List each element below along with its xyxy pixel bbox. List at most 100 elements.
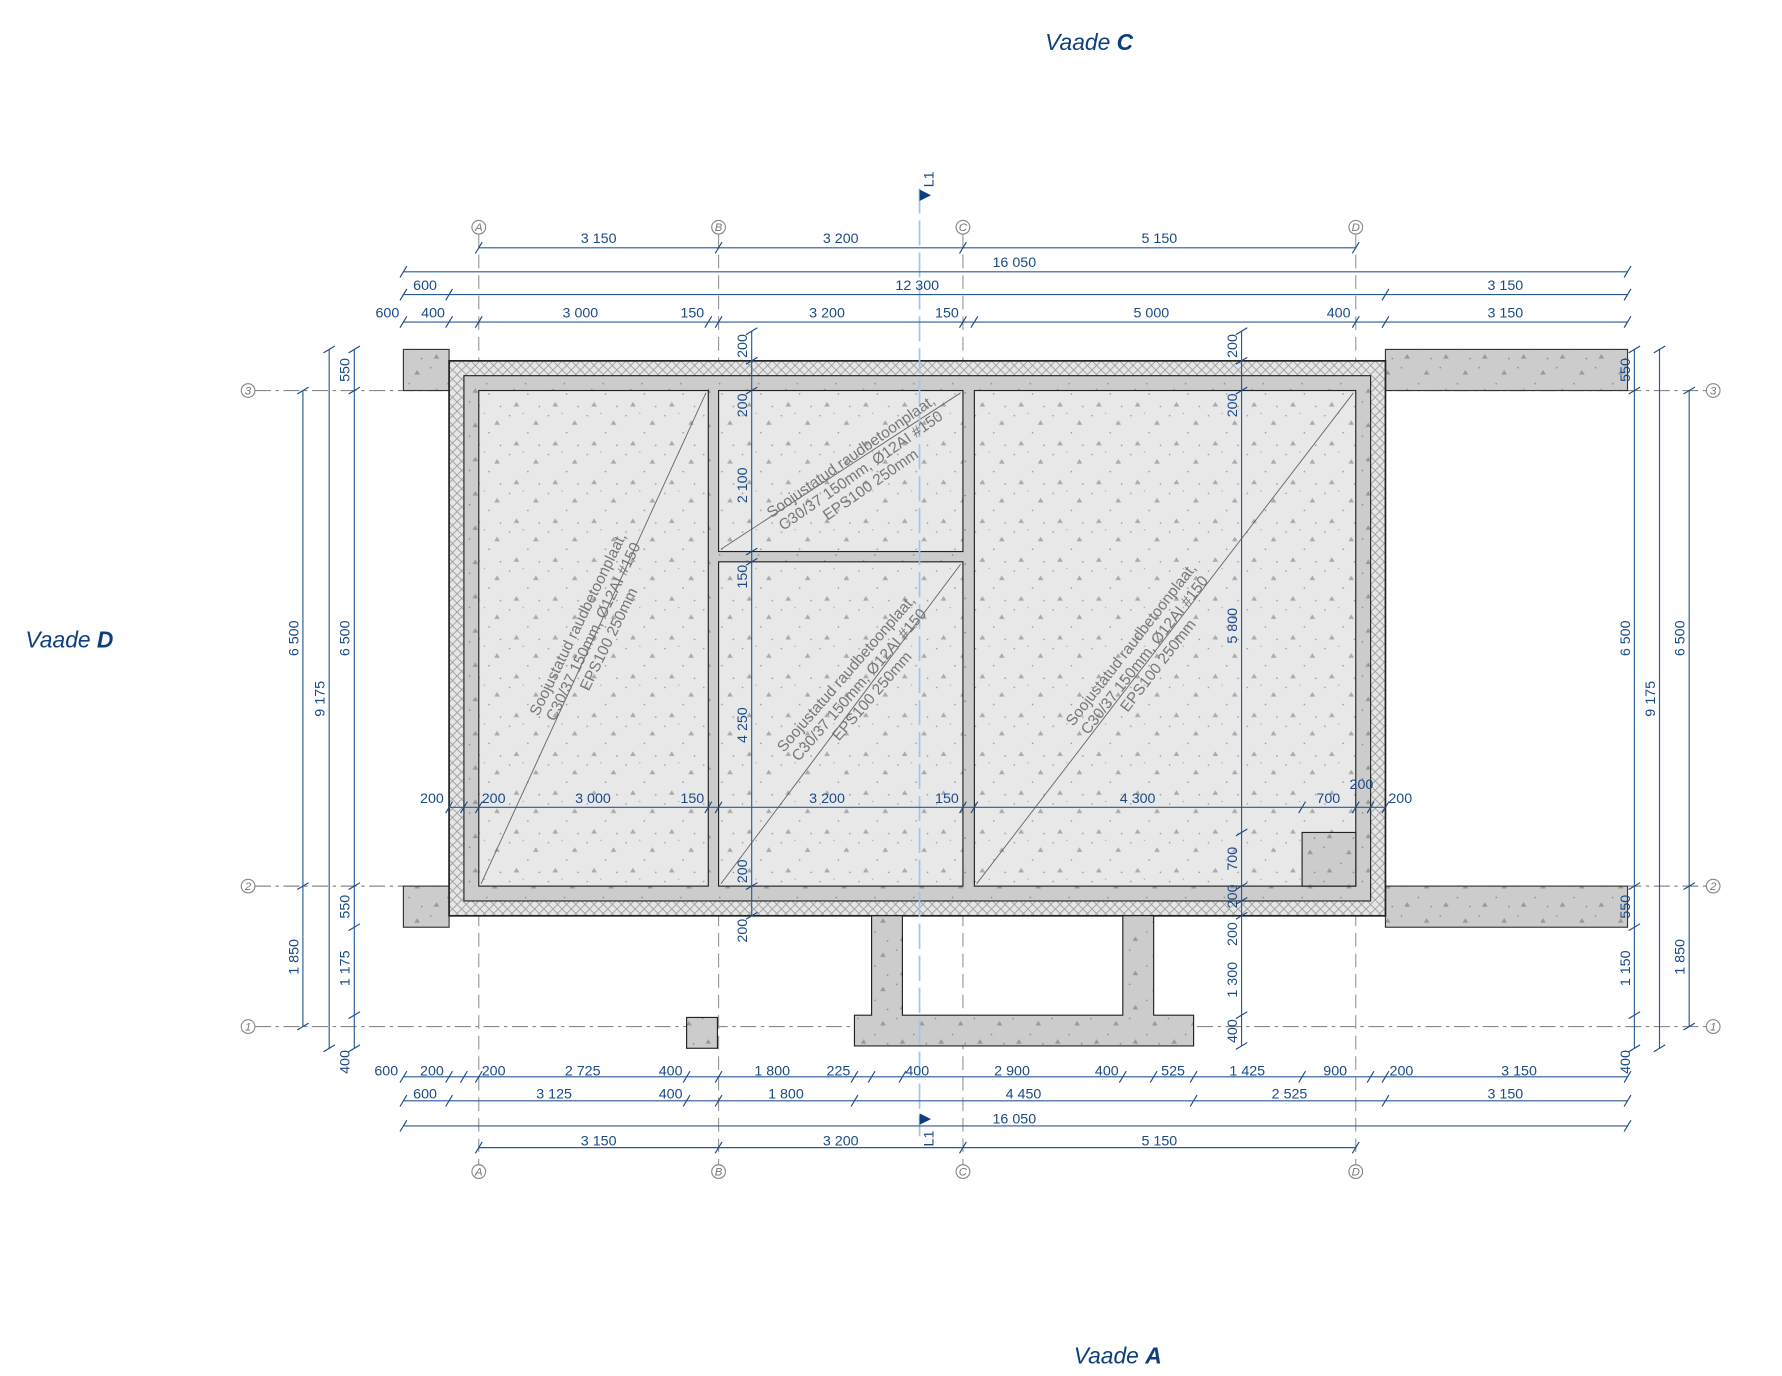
pad-bottom-left [402, 885, 450, 928]
dimension-tick [714, 1094, 723, 1107]
dimension-label: 3 200 [809, 791, 845, 807]
dimension-label: 3 000 [575, 791, 611, 807]
dimension-label: 150 [735, 565, 751, 589]
dimension-tick [1351, 801, 1360, 814]
dimension-label: 400 [905, 1064, 929, 1080]
dimension-label: 600 [376, 305, 400, 321]
dimension-tick [474, 1070, 483, 1083]
dimension-label: 3 150 [1501, 1064, 1537, 1080]
grid-bubble-A: A [471, 1164, 487, 1180]
dimension-label: 6 500 [1673, 620, 1689, 656]
dimension-tick [460, 801, 468, 814]
dimension-label: 3 200 [823, 231, 859, 247]
dimension-label: 1 175 [338, 950, 354, 986]
dimension-label: 2 900 [994, 1064, 1030, 1080]
dimension-label: 3 200 [823, 1133, 859, 1149]
dimension-label: 200 [1225, 334, 1241, 358]
dimension-tick [959, 241, 967, 254]
dimension-tick [1235, 1011, 1248, 1020]
dimension-tick [399, 316, 408, 329]
dimension-label: 1 850 [1673, 939, 1689, 975]
dimension-label-total: 9 175 [313, 681, 329, 717]
dimension-label: 200 [1350, 777, 1374, 793]
dimension-label: 1 800 [768, 1087, 804, 1103]
section-arrow-bottom-icon [919, 1113, 931, 1125]
dimension-tick [714, 1141, 723, 1154]
dimension-tick [1235, 1042, 1248, 1050]
dimension-label: 550 [1618, 358, 1634, 382]
dimension-label: 400 [659, 1087, 683, 1103]
svg-text:3: 3 [1710, 386, 1717, 398]
dimension-lines [296, 241, 1696, 1154]
dimension-tick [460, 1070, 468, 1083]
dimension-tick [970, 316, 979, 329]
dimension-tick [704, 801, 713, 814]
dimension-tick [399, 265, 408, 278]
dimension-tick [399, 1119, 408, 1132]
dimension-label: 1 800 [754, 1064, 790, 1080]
dimension-tick [1628, 882, 1641, 891]
dimension-label: 4 300 [1120, 791, 1156, 807]
dimension-tick [1623, 288, 1632, 301]
dimension-label-total: 9 175 [1643, 681, 1659, 717]
dimension-tick [1653, 1044, 1666, 1053]
dimension-tick [474, 316, 483, 329]
dimension-label: 4 450 [1006, 1087, 1042, 1103]
dimension-tick [1235, 882, 1248, 891]
dimension-tick [745, 911, 758, 920]
dimension-label: 200 [420, 1064, 444, 1080]
dimension-label: 200 [1388, 791, 1412, 807]
dimension-label: 225 [827, 1064, 851, 1080]
dimension-label: 5 000 [1134, 305, 1170, 321]
dimension-tick [1235, 386, 1248, 395]
dimension-tick [959, 316, 967, 329]
dimension-tick [1683, 386, 1696, 395]
dimension-tick [474, 241, 483, 254]
dimension-label: 1 300 [1225, 962, 1241, 998]
dimension-tick [1683, 882, 1696, 891]
dimension-tick [1118, 1070, 1127, 1083]
dimension-label: 2 725 [565, 1064, 601, 1080]
dimension-label: 1 425 [1229, 1064, 1265, 1080]
dimension-label: 12 300 [895, 278, 939, 294]
dimension-label: 4 250 [735, 707, 751, 743]
dimension-tick [348, 386, 361, 395]
corner-notch [1301, 831, 1357, 887]
svg-text:2: 2 [244, 881, 252, 893]
section-arrow-top-icon [919, 189, 931, 201]
dimension-label: 1 150 [1618, 950, 1634, 986]
dimension-tick [745, 557, 758, 566]
dimension-tick [850, 1070, 859, 1083]
dimension-tick [1381, 801, 1390, 814]
foundation-structure [402, 188, 1629, 1137]
grid-bubble-C: C [955, 219, 971, 235]
terrace-bottom-right [1384, 885, 1629, 928]
dimension-tick [1381, 1070, 1390, 1083]
dimension-tick [1628, 1011, 1641, 1020]
dimension-label: 5 150 [1141, 231, 1177, 247]
dimension-tick [445, 1070, 453, 1083]
dimension-tick [1381, 316, 1390, 329]
steps-foundation [853, 915, 1195, 1047]
dimension-tick [1189, 1094, 1198, 1107]
grid-bubble-C: C [955, 1164, 971, 1180]
dimension-label: 200 [1225, 884, 1241, 908]
dimension-tick [970, 801, 979, 814]
dimension-label: 400 [659, 1064, 683, 1080]
dimension-label: 200 [482, 1064, 506, 1080]
dimension-tick [348, 923, 361, 932]
dimension-tick [714, 241, 723, 254]
svg-text:1: 1 [1710, 1022, 1716, 1034]
dimension-tick [850, 1094, 859, 1107]
grid-bubble-B: B [711, 1164, 726, 1180]
dimension-tick [474, 801, 483, 814]
column-footing [686, 1016, 719, 1049]
dimension-tick [1628, 345, 1641, 354]
svg-text:B: B [715, 1167, 723, 1179]
dimension-tick [1366, 801, 1375, 814]
dimension-label: 200 [1225, 393, 1241, 417]
svg-text:3: 3 [245, 386, 252, 398]
dimension-label: 150 [935, 305, 959, 321]
